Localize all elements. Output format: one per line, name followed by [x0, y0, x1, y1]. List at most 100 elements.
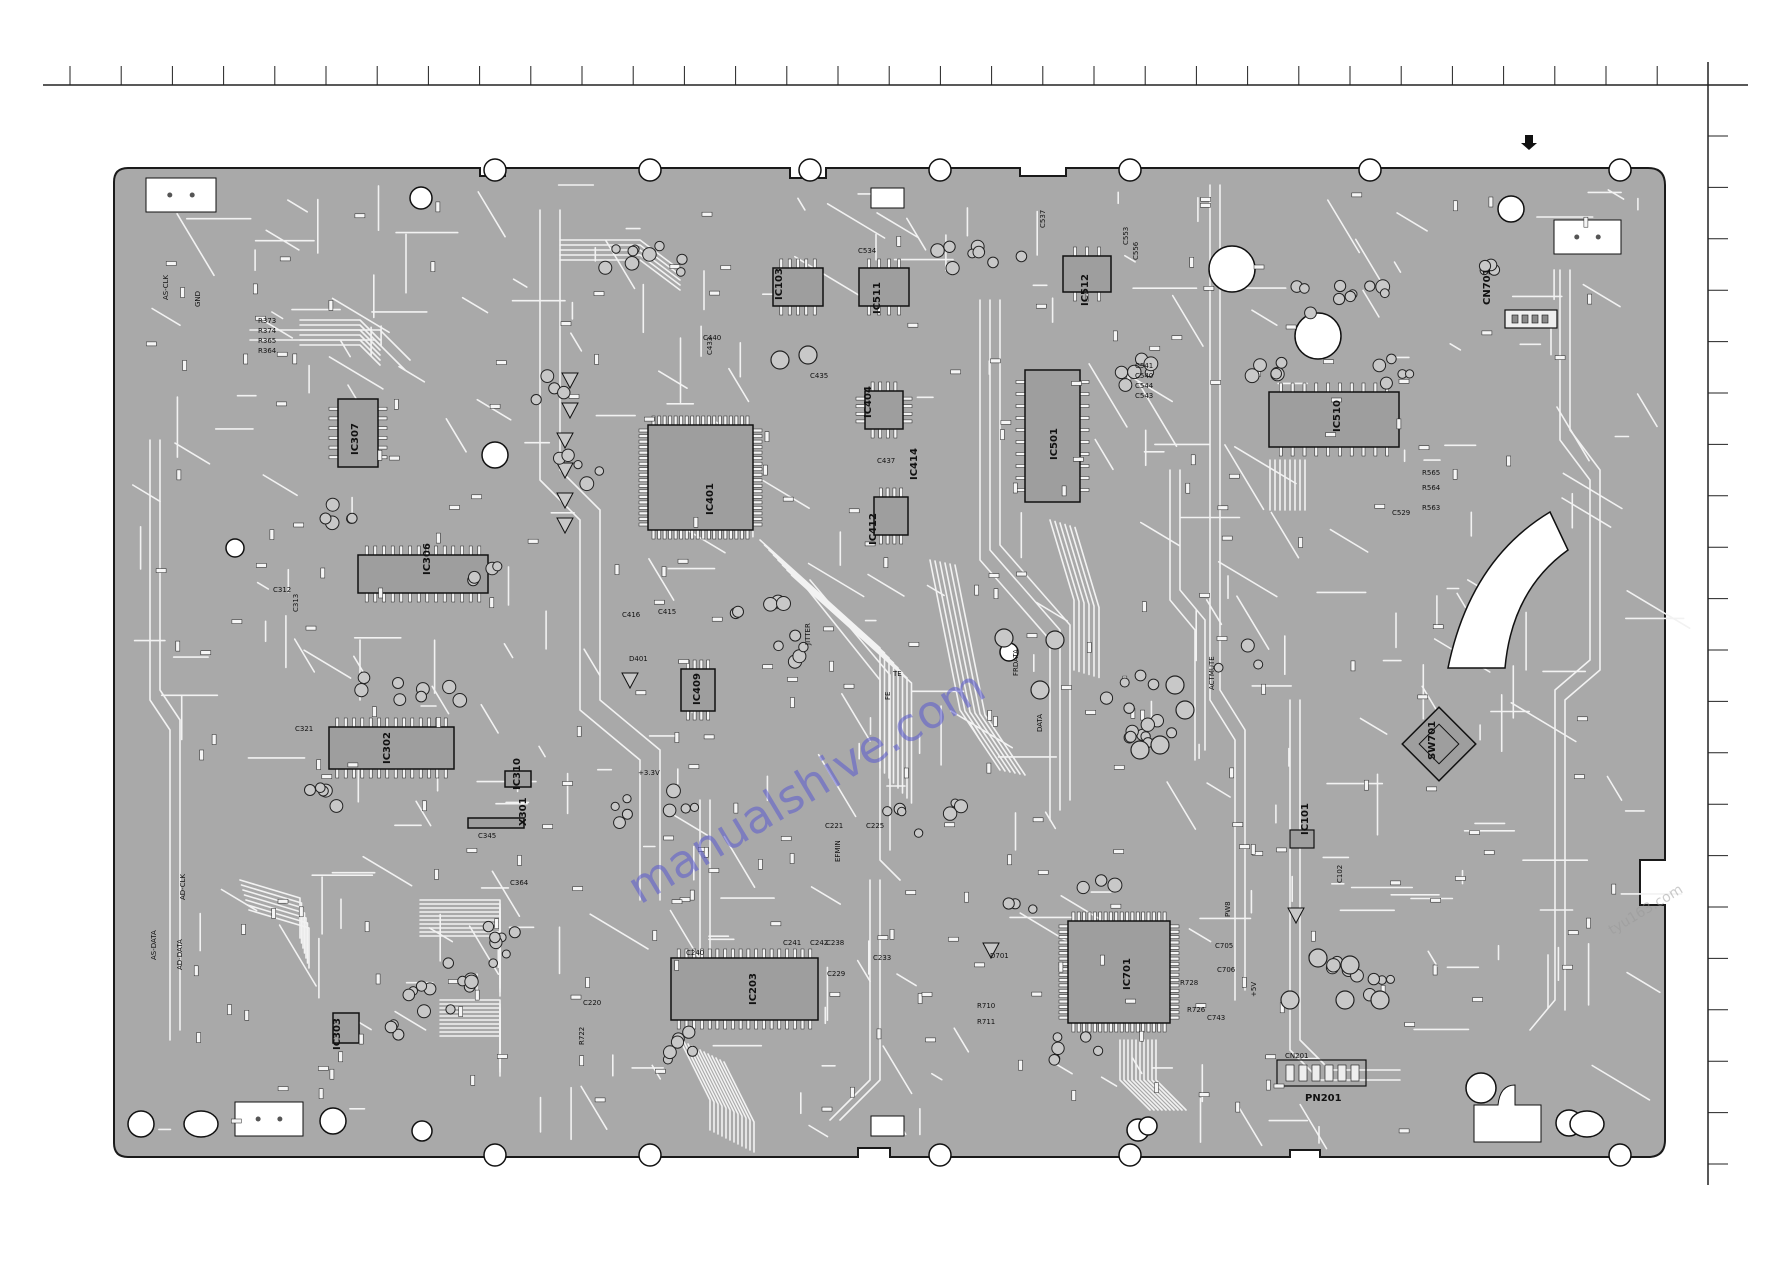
smd-part — [1085, 710, 1096, 715]
part-label: C544 — [1135, 382, 1154, 390]
smd-part — [944, 822, 955, 828]
smd-part — [527, 538, 539, 544]
smd-part — [271, 908, 276, 919]
transistor-icon — [556, 432, 574, 450]
via — [1405, 369, 1415, 379]
smd-part — [1087, 642, 1092, 653]
via — [464, 974, 479, 989]
smd-part — [770, 921, 782, 927]
via — [482, 920, 495, 933]
via — [1002, 897, 1015, 910]
smd-part — [293, 522, 304, 528]
smd-part — [782, 496, 794, 502]
part-label: D401 — [629, 655, 648, 663]
smd-part — [689, 889, 695, 901]
smd-part — [378, 587, 383, 599]
part-label: C543 — [1135, 392, 1153, 400]
smd-part — [1000, 429, 1005, 440]
top-ruler — [43, 66, 1748, 86]
via — [789, 629, 802, 642]
smd-part — [277, 898, 289, 904]
via — [1244, 368, 1260, 384]
smd-part — [883, 557, 889, 568]
ic-label: IC409 — [692, 673, 703, 705]
smd-part — [905, 890, 917, 895]
smd-part — [155, 568, 167, 573]
via — [663, 1045, 677, 1060]
ic-ic203 — [670, 948, 819, 1030]
via — [573, 460, 583, 470]
smd-part — [318, 1066, 329, 1071]
part-label: R373 — [258, 317, 276, 325]
smd-part — [1331, 397, 1342, 403]
white-pad — [870, 1115, 905, 1137]
via — [1340, 955, 1360, 975]
via — [1370, 990, 1390, 1010]
part-label: R711 — [977, 1018, 995, 1026]
part-label: R374 — [258, 327, 277, 335]
edge-notch — [1118, 1143, 1142, 1167]
smd-part — [1216, 636, 1228, 641]
smd-part — [231, 619, 243, 624]
small-components — [146, 192, 1617, 1134]
smd-part — [848, 508, 860, 514]
smd-part — [693, 517, 699, 528]
via — [773, 640, 784, 652]
via — [666, 783, 681, 799]
smd-part — [990, 358, 1001, 364]
edge-notch — [638, 158, 662, 182]
signal-label: DATA — [1036, 714, 1044, 732]
via — [594, 466, 605, 476]
via — [392, 677, 404, 689]
smd-part — [175, 640, 181, 652]
smd-part — [1229, 473, 1240, 479]
ic-label: IC306 — [422, 543, 433, 575]
smd-part — [925, 1037, 936, 1043]
via — [1030, 680, 1050, 700]
via — [417, 1004, 431, 1019]
ic-label: SW701 — [1427, 721, 1438, 760]
ic-ic404 — [855, 381, 913, 439]
smd-part — [1350, 660, 1356, 672]
via — [1028, 904, 1038, 914]
smd-part — [1154, 1082, 1159, 1093]
part-label: C705 — [1215, 942, 1233, 950]
smd-part — [146, 341, 157, 347]
via — [357, 671, 371, 685]
via — [579, 476, 595, 492]
via — [972, 245, 986, 259]
smd-part — [328, 300, 334, 311]
smd-part — [255, 315, 266, 321]
smd-part — [244, 1010, 250, 1021]
hole — [411, 1120, 433, 1142]
smd-part — [677, 558, 689, 564]
via — [1372, 358, 1387, 373]
via — [1127, 364, 1142, 380]
via — [415, 980, 428, 992]
smd-part — [256, 563, 267, 568]
smd-part — [422, 800, 427, 812]
via — [1093, 1045, 1104, 1057]
part-label: C534 — [858, 247, 877, 255]
via — [488, 958, 499, 969]
smd-part — [1432, 624, 1444, 629]
smd-part — [974, 962, 985, 968]
part-label: C541 — [1135, 362, 1153, 370]
smd-part — [1577, 716, 1588, 722]
smd-part — [1113, 849, 1124, 854]
transistor-icon — [556, 492, 574, 510]
transistor-icon — [556, 517, 574, 535]
smd-part — [1217, 505, 1229, 511]
signal-label: +3.3V — [638, 769, 660, 777]
smd-part — [1199, 593, 1210, 598]
smd-part — [448, 979, 459, 984]
smd-part — [986, 762, 992, 774]
smd-part — [708, 868, 720, 873]
smd-part — [764, 431, 770, 442]
smd-part — [568, 394, 580, 399]
smd-part — [829, 660, 834, 672]
smd-part — [1325, 432, 1336, 437]
smd-part — [758, 859, 763, 870]
part-label: C312 — [273, 586, 291, 594]
smd-part — [1113, 330, 1118, 342]
